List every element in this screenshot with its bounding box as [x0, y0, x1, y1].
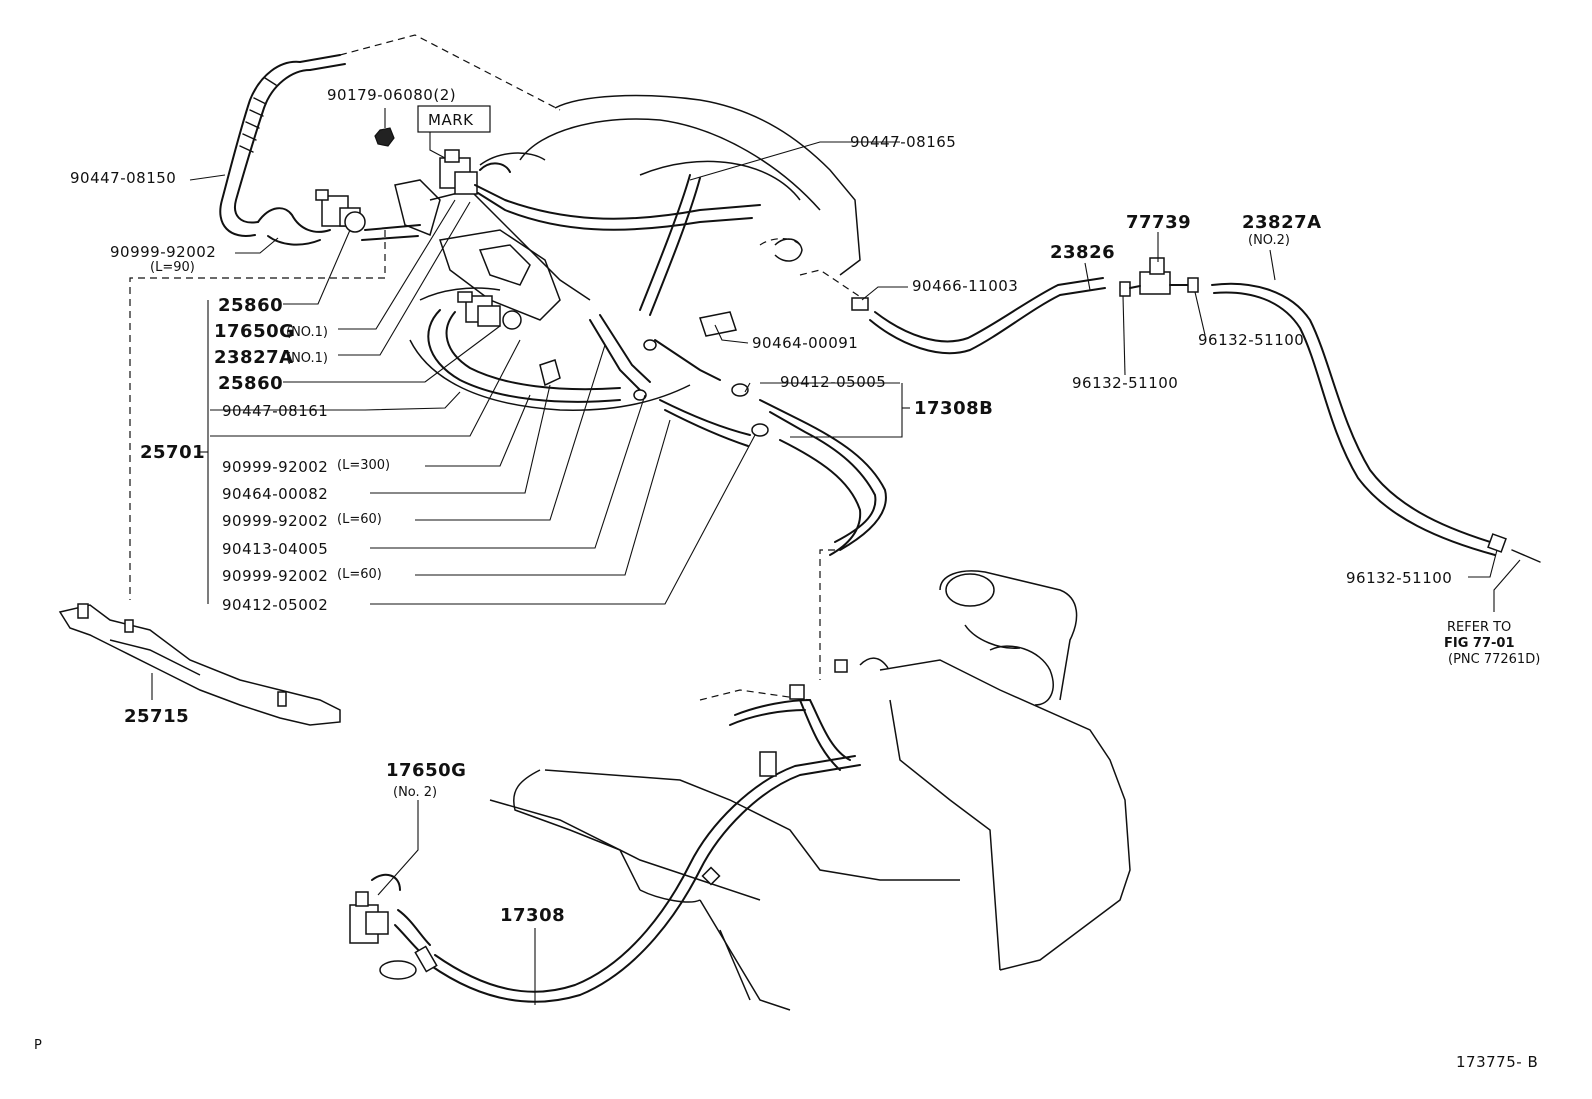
label-90447-08165: 90447-08165 [850, 133, 956, 151]
label-90466-11003: 90466-11003 [912, 277, 1018, 295]
guide-dash-left-vertical [129, 230, 386, 600]
label-23827a-no2: 23827A [1242, 212, 1322, 233]
label-17308: 17308 [500, 905, 565, 926]
label-90447-08150: 90447-08150 [70, 169, 176, 187]
label-l60b-note: (L=60) [337, 567, 382, 582]
label-90999-92002-l60b: 90999-92002 [222, 567, 328, 585]
label-23827a-no2-note: (NO.2) [1248, 233, 1290, 248]
label-77739: 77739 [1126, 212, 1191, 233]
label-90464-00091: 90464-00091 [752, 334, 858, 352]
corner-letter-p: P [34, 1038, 42, 1053]
label-17650g-no2: 17650G [386, 760, 466, 781]
hose-23827a-no2 [1211, 282, 1541, 563]
label-90412-05002: 90412-05002 [222, 596, 328, 614]
label-96132-51100-c: 96132-51100 [1346, 569, 1452, 587]
label-25715: 25715 [124, 706, 189, 727]
vacuum-lines-center [539, 174, 887, 556]
label-17650g-no1: 17650G [214, 321, 294, 342]
label-90999-92002-l60a: 90999-92002 [222, 512, 328, 530]
intake-manifold-outline [394, 94, 861, 411]
label-96132-51100-a: 96132-51100 [1198, 331, 1304, 349]
label-90412-05005: 90412-05005 [780, 373, 886, 391]
figure-id: 173775- B [1456, 1053, 1538, 1071]
label-25860-lower: 25860 [218, 373, 283, 394]
label-17650g-no1-note: (NO.1) [286, 325, 328, 340]
label-90999-92002-l90: 90999-92002 [110, 243, 216, 261]
nut-90179-06080 [374, 127, 395, 147]
guide-dash-top [339, 34, 561, 111]
label-90464-00082: 90464-00082 [222, 485, 328, 503]
label-90447-08161: 90447-08161 [222, 402, 328, 420]
label-25860-upper: 25860 [218, 295, 283, 316]
label-23827a-no1: 23827A [214, 347, 294, 368]
charcoal-canister-assembly [489, 570, 1131, 1011]
mark-box [417, 105, 491, 133]
label-25701: 25701 [140, 442, 205, 463]
vsv-25860-upper [257, 189, 421, 246]
label-17650g-no2-note: (No. 2) [393, 785, 437, 800]
hose-90447-08161 [427, 309, 621, 403]
hose-90447-08150 [219, 54, 346, 237]
label-refer-to: REFER TO [1447, 620, 1511, 635]
label-17308b: 17308B [914, 398, 993, 419]
label-pnc-77261d: (PNC 77261D) [1448, 652, 1540, 667]
bracket-25715 [58, 603, 341, 726]
label-90179-06080: 90179-06080(2) [327, 86, 456, 104]
valve-77739 [1129, 257, 1199, 295]
vsv-25860-lower [457, 291, 522, 330]
hose-23826 [851, 277, 1131, 355]
vsv-17650g-no1 [439, 149, 761, 231]
label-90413-04005: 90413-04005 [222, 540, 328, 558]
vsv-17650g-no2 [349, 873, 438, 980]
guide-dash-right [799, 269, 866, 301]
label-l300-note: (L=300) [337, 458, 390, 473]
label-90999-92002-l300: 90999-92002 [222, 458, 328, 476]
guide-dash-center [819, 549, 835, 680]
label-96132-51100-b: 96132-51100 [1072, 374, 1178, 392]
label-fig-77-01: FIG 77-01 [1444, 636, 1515, 651]
leader-lines [151, 108, 1521, 1005]
label-23827a-no1-note: (NO.1) [286, 351, 328, 366]
label-mark: MARK [428, 111, 474, 129]
label-l60a-note: (L=60) [337, 512, 382, 527]
hose-17308 [429, 659, 861, 1003]
label-l90-note: (L=90) [150, 260, 195, 275]
label-23826: 23826 [1050, 242, 1115, 263]
